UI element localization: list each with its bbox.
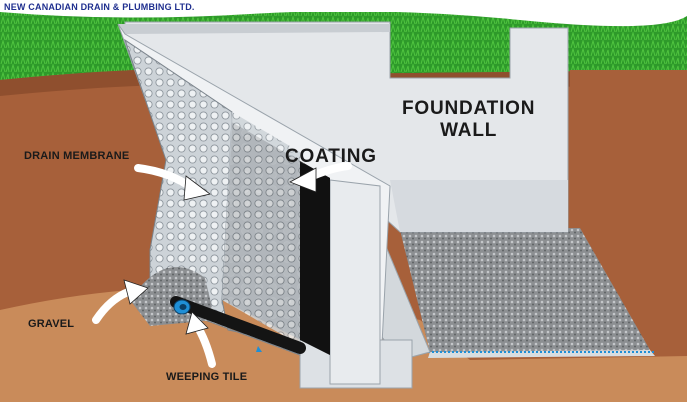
gravel-label: GRAVEL	[28, 318, 75, 330]
basement-floor	[400, 228, 650, 352]
foundation-wall-label-line2: WALL	[440, 120, 498, 141]
weeping-tile-label: WEEPING TILE	[166, 371, 248, 383]
drain-membrane-label: DRAIN MEMBRANE	[24, 150, 130, 162]
coating-label: COATING	[285, 146, 377, 167]
arrow-drain-membrane	[134, 164, 211, 201]
foundation-wall-label: FOUNDATION WALL	[402, 98, 535, 142]
foundation-wall-label-line1: FOUNDATION	[402, 98, 536, 119]
arrow-weeping-tile	[185, 311, 216, 368]
arrow-gravel	[92, 279, 149, 324]
company-name: NEW CANADIAN DRAIN & PLUMBING LTD.	[4, 2, 195, 12]
weeping-tile-pipe	[170, 296, 306, 354]
arrow-coating	[289, 162, 352, 193]
